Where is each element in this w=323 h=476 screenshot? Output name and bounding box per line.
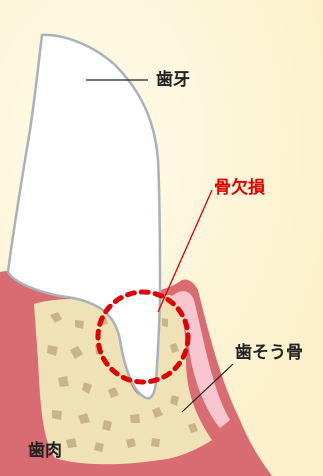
tooth-label: 歯牙: [156, 72, 190, 89]
bone-defect-label: 骨欠損: [214, 180, 265, 197]
bone-spot: [162, 318, 168, 327]
bone-spot: [130, 414, 140, 423]
gingiva-label: 歯肉: [28, 443, 62, 460]
bone-spot: [151, 438, 160, 447]
alveolar-bone-label: 歯そう骨: [235, 345, 303, 362]
